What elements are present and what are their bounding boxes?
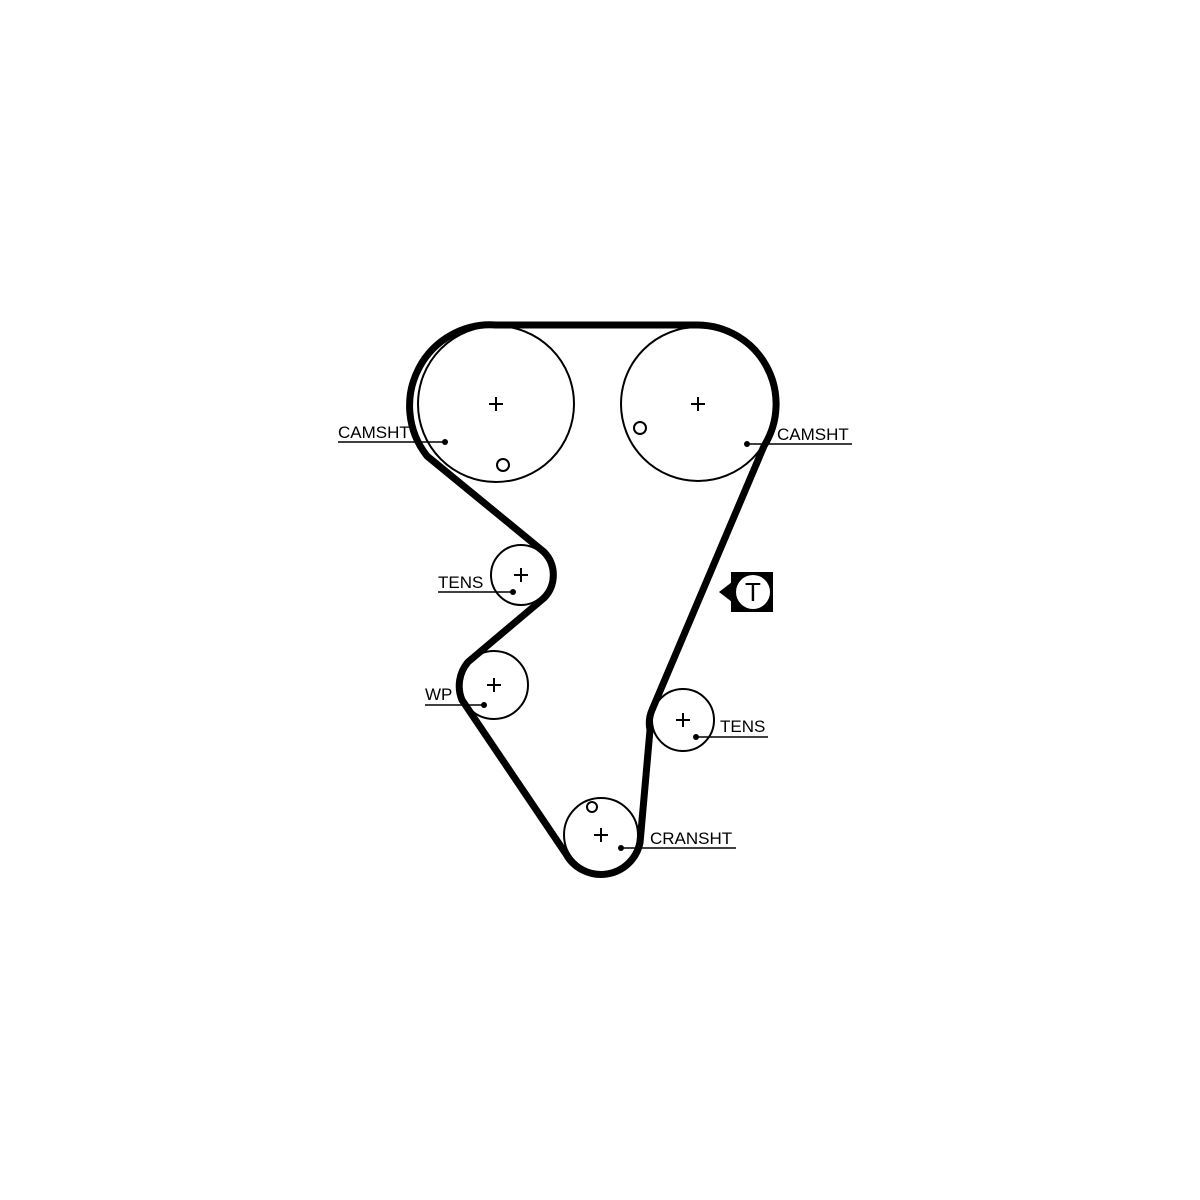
timing-mark-crank	[586, 801, 598, 813]
leader-dots	[442, 439, 750, 851]
leader-lines	[338, 441, 852, 849]
label-tensioner-upper: TENS	[438, 573, 483, 592]
center-crosses	[487, 397, 705, 842]
label-water-pump: WP	[425, 685, 452, 704]
tension-marker: T	[719, 572, 773, 612]
timing-belt	[406, 321, 780, 878]
label-tensioner-right: TENS	[720, 717, 765, 736]
tension-marker-letter: T	[745, 577, 761, 607]
label-camshaft-left: CAMSHT	[338, 423, 410, 442]
label-camshaft-right: CAMSHT	[777, 425, 849, 444]
timing-mark-left-cam	[496, 458, 510, 472]
timing-mark-right-cam	[633, 421, 647, 435]
label-crankshaft: CRANSHT	[650, 829, 732, 848]
